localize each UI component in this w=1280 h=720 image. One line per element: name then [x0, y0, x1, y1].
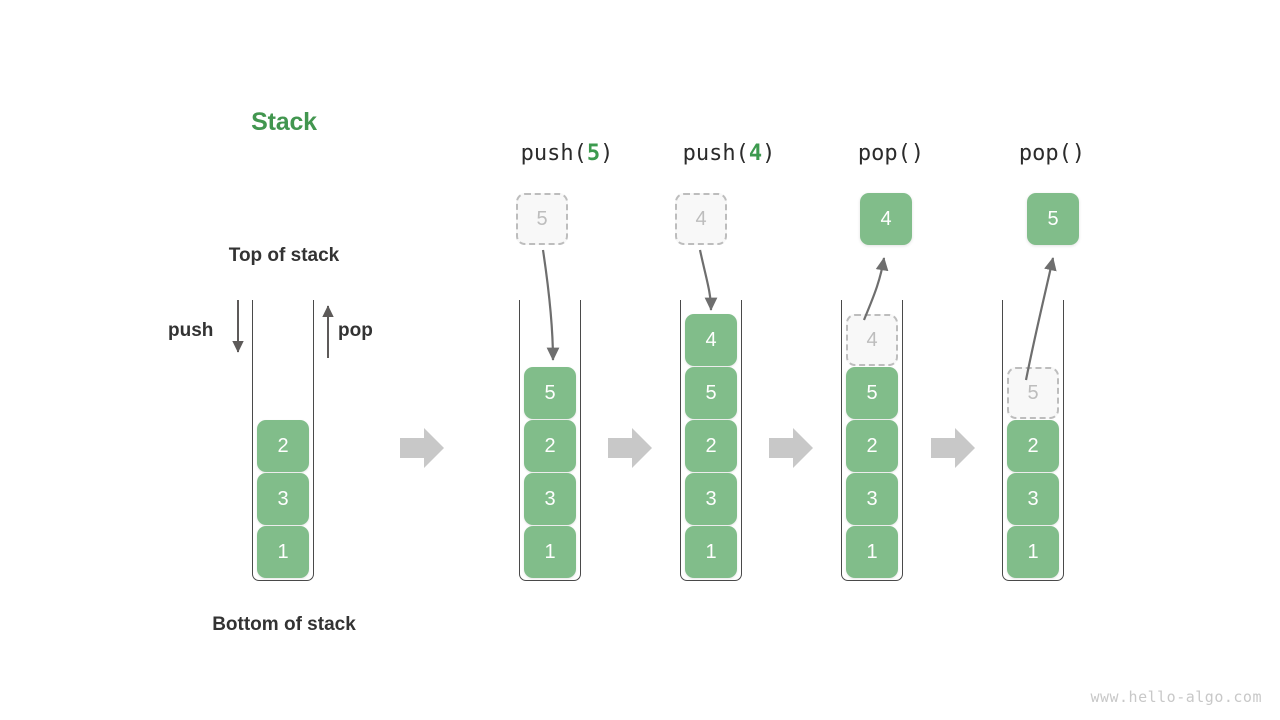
flow-arrow-3 — [769, 428, 813, 468]
stack-cell-ghost: 5 — [1007, 367, 1059, 419]
stack-cell: 1 — [685, 526, 737, 578]
stack-cell: 5 — [685, 367, 737, 419]
op-argument: 5 — [586, 141, 601, 166]
floating-box-pop-5: 5 — [1027, 193, 1079, 245]
stack-cell: 2 — [846, 420, 898, 472]
push-label: push — [168, 320, 214, 341]
stack-cell: 1 — [257, 526, 309, 578]
stack-cell: 5 — [846, 367, 898, 419]
op-title-push-5: push(5) — [520, 141, 614, 166]
floating-box-push-5: 5 — [516, 193, 568, 245]
page-title: Stack — [251, 108, 317, 136]
stack-tube — [519, 300, 581, 581]
stack-tube — [1002, 300, 1064, 581]
stack-cell: 3 — [685, 473, 737, 525]
stack-cell: 2 — [257, 420, 309, 472]
flow-arrow-2 — [608, 428, 652, 468]
stack-cell: 2 — [1007, 420, 1059, 472]
pop-label: pop — [338, 320, 373, 341]
stack-tube — [252, 300, 314, 581]
floating-box-push-4: 4 — [675, 193, 727, 245]
stack-cell: 3 — [524, 473, 576, 525]
op-argument: 4 — [748, 141, 763, 166]
stack-cell: 1 — [1007, 526, 1059, 578]
op-title-pop-1: pop() — [857, 141, 925, 166]
stack-cell-ghost: 4 — [846, 314, 898, 366]
floating-box-pop-4: 4 — [860, 193, 912, 245]
stack-cell: 2 — [685, 420, 737, 472]
stack-cell: 1 — [846, 526, 898, 578]
watermark: www.hello-algo.com — [1090, 688, 1262, 706]
stack-cell: 1 — [524, 526, 576, 578]
stack-cell: 5 — [524, 367, 576, 419]
stack-tube — [680, 300, 742, 581]
bottom-of-stack-label: Bottom of stack — [212, 614, 356, 635]
stack-tube — [841, 300, 903, 581]
flow-arrow-1 — [400, 428, 444, 468]
stack-cell: 3 — [846, 473, 898, 525]
stack-cell: 3 — [1007, 473, 1059, 525]
op-title-pop-2: pop() — [1018, 141, 1086, 166]
op-title-push-4: push(4) — [682, 141, 776, 166]
top-of-stack-label: Top of stack — [228, 245, 340, 266]
stack-cell: 3 — [257, 473, 309, 525]
stack-cell: 2 — [524, 420, 576, 472]
flow-arrow-4 — [931, 428, 975, 468]
stack-cell: 4 — [685, 314, 737, 366]
